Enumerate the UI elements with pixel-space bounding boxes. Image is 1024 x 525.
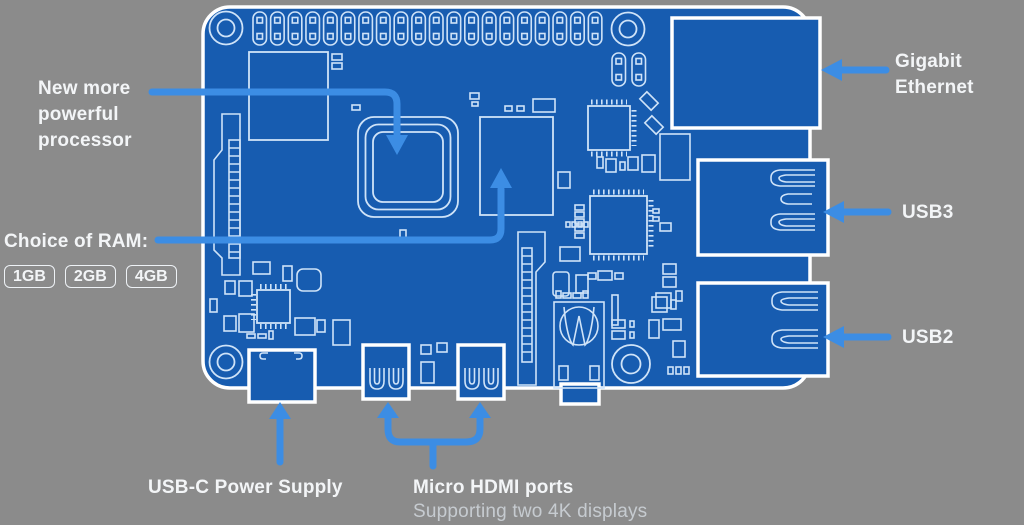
usb3-port [696, 158, 830, 257]
mounting-holes [208, 10, 651, 384]
usb3-label: USB3 [902, 202, 954, 223]
arrow-usb-c [269, 402, 291, 466]
arrow-usb3 [823, 201, 892, 223]
arrow-ram [154, 168, 512, 244]
usb-c-port [247, 348, 317, 404]
power-management-chip [251, 284, 291, 329]
hdmi-label: Micro HDMI ports [413, 477, 574, 498]
ethernet-port [670, 16, 822, 130]
ram-option-1gb: 1GB [4, 265, 55, 288]
micro-hdmi-port-1 [361, 343, 411, 401]
usb2-port [696, 281, 830, 378]
processor-label: New more powerful processor [38, 78, 132, 151]
usb-controller-chip [589, 189, 654, 261]
arrow-hdmi-fork [377, 402, 491, 470]
wireless-module [248, 51, 343, 141]
power-supply-label: USB-C Power Supply [148, 477, 343, 498]
arrow-ethernet [821, 59, 890, 81]
ram-option-4gb: 4GB [125, 265, 177, 288]
ethernet-label: Gigabit Ethernet [895, 51, 974, 98]
ram-chip [479, 116, 554, 216]
micro-hdmi-port-2 [456, 343, 506, 401]
camera-connector [517, 231, 546, 386]
processor-chip [357, 116, 459, 218]
arrow-usb2 [823, 326, 892, 348]
hdmi-sublabel: Supporting two 4K displays [413, 501, 648, 522]
ram-option-2gb: 2GB [64, 265, 116, 288]
usb2-label: USB2 [902, 327, 954, 348]
ram-options: 1GB 2GB 4GB [4, 265, 177, 288]
audio-jack [553, 301, 605, 406]
display-connector [213, 113, 241, 276]
passive-components [209, 90, 691, 384]
ethernet-controller-chip [587, 99, 637, 157]
arrow-processor [148, 88, 408, 155]
ram-label: Choice of RAM: [4, 231, 149, 252]
